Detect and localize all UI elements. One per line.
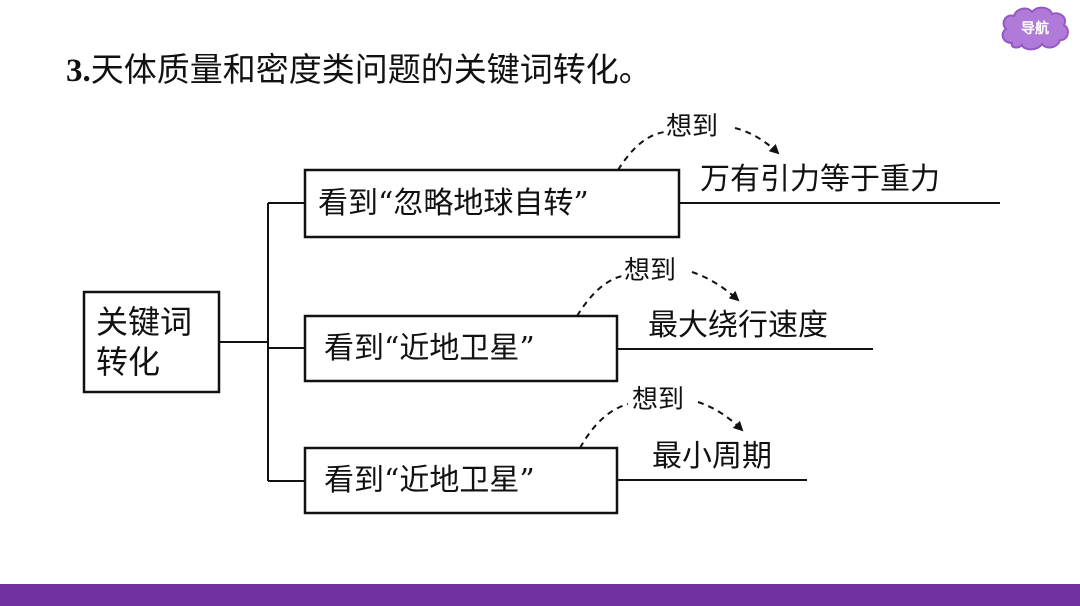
think-arrow-3 [579,403,629,449]
root-label-line1: 关键词 [96,303,193,341]
think-arrow-1 [617,131,666,171]
result-label-2: 最大绕行速度 [648,308,828,343]
cloud-icon [1001,6,1069,51]
root-node: 关键词 转化 [96,302,214,382]
think-arrow-3b [697,401,744,432]
see-label-1: 看到“忽略地球自转” [318,186,589,221]
think-arrow-2b [691,271,740,302]
result-label-3: 最小周期 [652,439,772,474]
page-title: 3.天体质量和密度类问题的关键词转化。 [66,50,652,91]
think-arrow-1b [734,127,780,155]
title-text: 天体质量和密度类问题的关键词转化。 [90,50,652,89]
footer-bar [0,584,1080,606]
title-number: 3. [66,53,91,89]
nav-label: 导航 [1021,21,1049,37]
nav-button[interactable]: 导航 [998,3,1072,55]
think-label-2: 想到 [624,256,677,286]
result-label-1: 万有引力等于重力 [700,162,940,197]
think-arrow-2 [576,275,623,317]
think-label-1: 想到 [666,112,719,142]
root-label-line2: 转化 [96,343,161,381]
see-label-2: 看到“近地卫星” [324,331,535,366]
think-label-3: 想到 [632,385,685,415]
see-label-3: 看到“近地卫星” [324,463,535,498]
